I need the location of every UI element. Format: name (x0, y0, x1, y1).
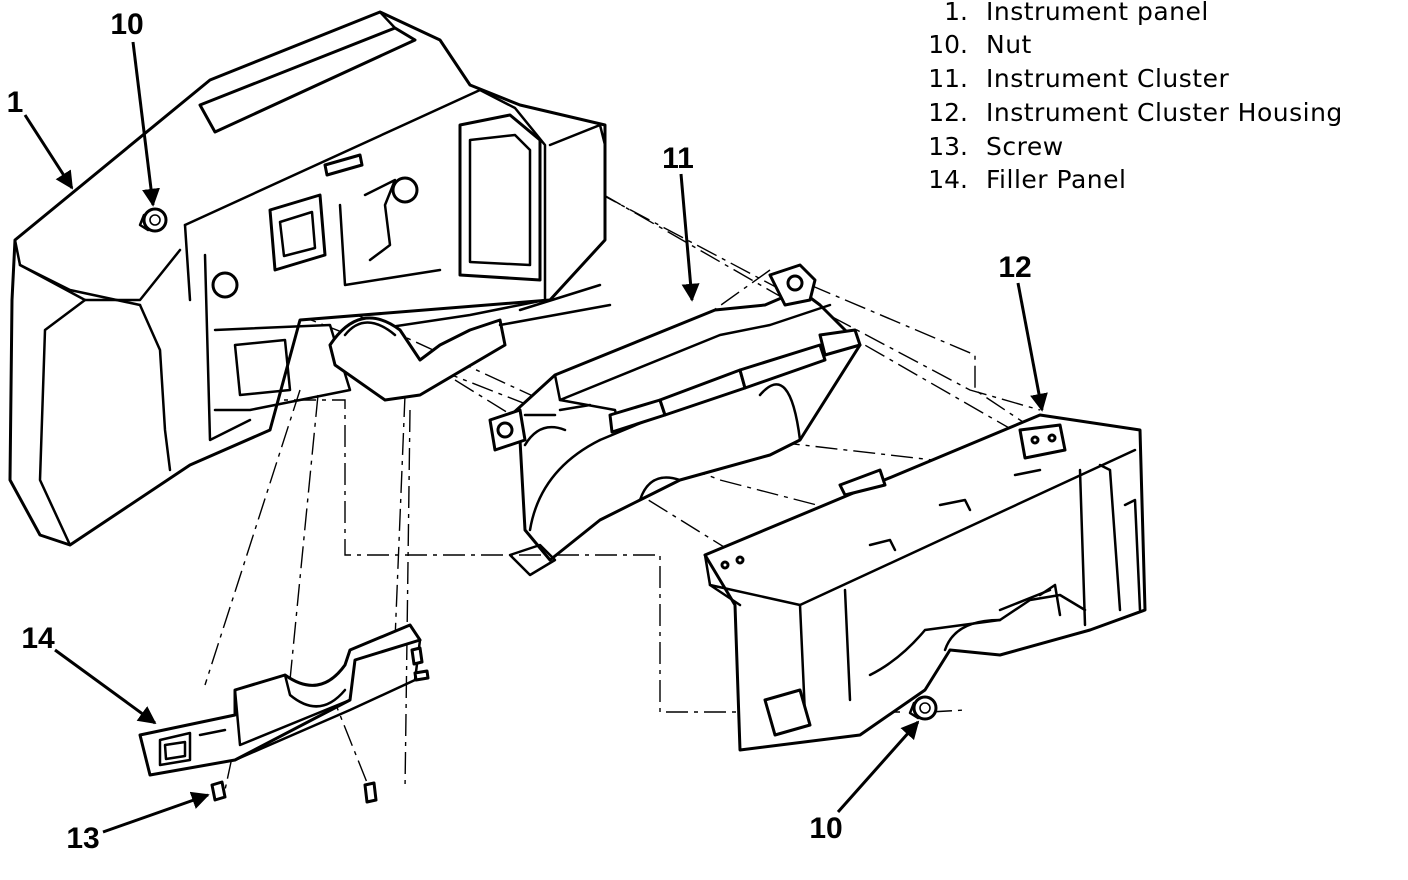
screws (210, 646, 430, 804)
legend-item: 13. Screw (928, 132, 1063, 161)
instrument-panel (8, 10, 612, 547)
callout-filler-panel: 14 (21, 622, 55, 655)
legend-item: 10. Nut (928, 30, 1032, 59)
leader-cluster-housing (1016, 282, 1048, 412)
callout-instrument-panel: 1 (7, 86, 24, 119)
legend-label: Nut (986, 30, 1032, 59)
legend-number: 10. (928, 30, 968, 59)
callout-cluster-housing: 12 (998, 251, 1031, 284)
callout-nut-top: 10 (110, 8, 143, 41)
leader-nut-bottom (836, 720, 920, 813)
legend-label: Screw (986, 132, 1064, 161)
leader-nut-top (131, 41, 160, 207)
filler-panel (138, 623, 422, 777)
leader-instrument-panel (23, 114, 74, 190)
leader-instrument-cluster (679, 173, 700, 302)
callout-screw: 13 (66, 822, 99, 855)
legend-number: 11. (928, 64, 968, 93)
callout-nut-bottom: 10 (809, 812, 842, 845)
callouts: 1 10 11 12 14 13 10 (7, 8, 1048, 855)
legend-label: Instrument Cluster Housing (986, 98, 1343, 127)
legend-item: 11. Instrument Cluster (928, 64, 1229, 93)
legend-item: 12. Instrument Cluster Housing (928, 98, 1343, 127)
instrument-cluster (488, 263, 862, 577)
leader-screw (102, 791, 210, 834)
instrument-cluster-housing (703, 413, 1147, 752)
legend-label: Instrument Cluster (986, 64, 1229, 93)
nut-top (138, 207, 168, 233)
legend-item: 1. Instrument panel (944, 0, 1209, 26)
legend-label: Filler Panel (986, 165, 1126, 194)
leader-filler-panel (54, 648, 157, 725)
legend-label: Instrument panel (986, 0, 1209, 26)
legend: 1. Instrument panel 10. Nut 11. Instrume… (928, 0, 1343, 194)
legend-item: 14. Filler Panel (928, 165, 1126, 194)
legend-number: 12. (928, 98, 968, 127)
legend-number: 13. (928, 132, 968, 161)
legend-number: 14. (928, 165, 968, 194)
legend-number: 1. (944, 0, 968, 26)
callout-instrument-cluster: 11 (662, 142, 694, 175)
nut-bottom (908, 695, 938, 721)
